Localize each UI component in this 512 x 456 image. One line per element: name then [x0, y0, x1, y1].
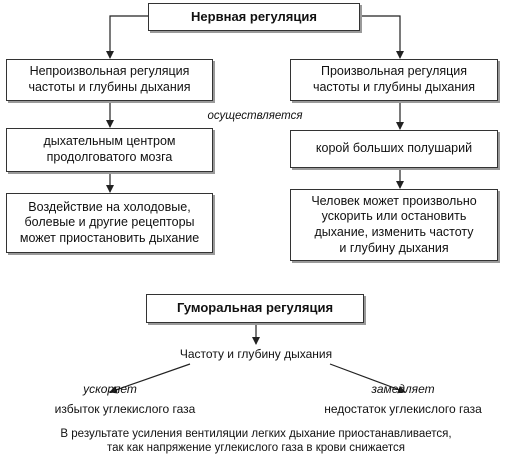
- involuntary-effect-line3: может приостановить дыхание: [19, 230, 200, 245]
- voluntary-line2: частоты и глубины дыхания: [312, 80, 476, 94]
- respiratory-center-line1: дыхательным центром: [43, 134, 176, 149]
- arrow-target-to-accelerates: [109, 363, 191, 394]
- voluntary-effect-box: Человек может произвольно ускорить или о…: [290, 189, 498, 261]
- humoral-regulation-title: Гуморальная регуляция: [146, 294, 364, 323]
- arrow-nervous-to-voluntary: [360, 15, 404, 59]
- humoral-note-line1: В результате усиления вентиляции легких …: [60, 428, 452, 440]
- involuntary-line1: Непроизвольная регуляция: [29, 64, 190, 79]
- respiratory-center-line2: продолговатого мозга: [46, 150, 173, 164]
- voluntary-line1: Произвольная регуляция: [320, 64, 468, 79]
- cortex-box: корой больших полушарий: [290, 130, 498, 168]
- voluntary-effect-line3: дыхание, изменить частоту: [314, 225, 474, 239]
- involuntary-effect-line1: Воздействие на холодовые,: [28, 199, 191, 214]
- arrow-nervous-to-involuntary: [106, 15, 148, 59]
- respiratory-center-box: дыхательным центром продолговатого мозга: [6, 128, 213, 172]
- accelerates-cause: избыток углекислого газа: [54, 402, 196, 416]
- slows-label: замедляет: [371, 382, 435, 396]
- humoral-target-text: Частоту и глубину дыхания: [179, 347, 333, 361]
- nervous-regulation-title: Нервная регуляция: [148, 3, 360, 31]
- voluntary-effect-line2: ускорить или остановить: [321, 209, 467, 224]
- voluntary-effect-line4: и глубину дыхания: [339, 240, 449, 255]
- voluntary-regulation-box: Произвольная регуляция частоты и глубины…: [290, 59, 498, 101]
- accelerates-label: ускоряет: [83, 382, 137, 396]
- arrow-target-to-slows: [329, 363, 406, 394]
- involuntary-line2: частоты и глубины дыхания: [28, 80, 191, 94]
- involuntary-effect-box: Воздействие на холодовые, болевые и друг…: [6, 193, 213, 253]
- humoral-note-line2: так как напряжение углекислого газа в кр…: [106, 442, 406, 454]
- slows-cause: недостаток углекислого газа: [324, 402, 482, 416]
- voluntary-effect-line1: Человек может произвольно: [311, 193, 477, 208]
- connector-label-osushchestvlyaetsya: осуществляется: [207, 110, 303, 122]
- involuntary-regulation-box: Непроизвольная регуляция частоты и глуби…: [6, 59, 213, 101]
- involuntary-effect-line2: болевые и другие рецепторы: [24, 215, 195, 230]
